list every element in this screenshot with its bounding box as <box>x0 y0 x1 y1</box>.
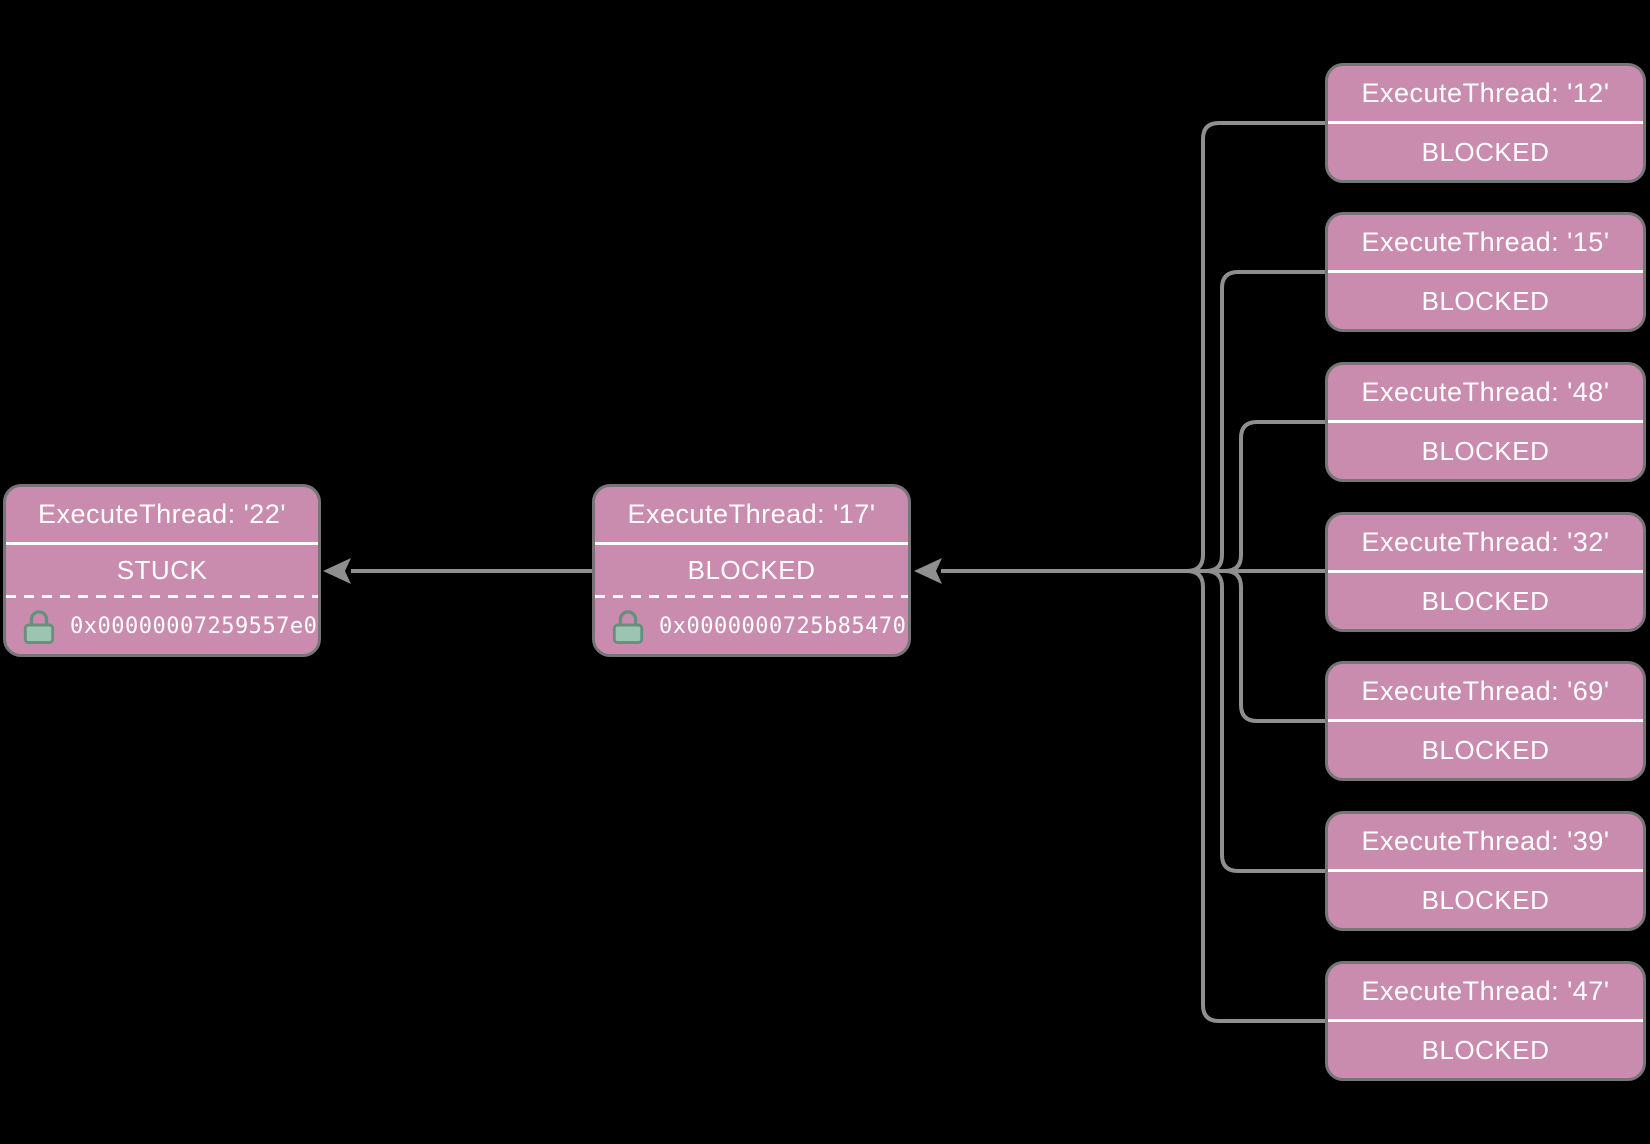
edge-thread12-to-thread17 <box>941 121 1325 573</box>
title-separator <box>1328 121 1643 124</box>
thread-title: ExecuteThread: '17' <box>627 499 876 529</box>
title-separator <box>1328 420 1643 423</box>
title-separator <box>1328 869 1643 872</box>
thread-node-47[interactable]: ExecuteThread: '47' BLOCKED <box>1325 961 1646 1081</box>
edge-thread69-to-thread17 <box>941 569 1325 723</box>
thread-node-12[interactable]: ExecuteThread: '12' BLOCKED <box>1325 63 1646 183</box>
thread-title: ExecuteThread: '39' <box>1361 826 1610 856</box>
thread-node-32[interactable]: ExecuteThread: '32' BLOCKED <box>1325 512 1646 632</box>
thread-status: BLOCKED <box>1421 435 1550 466</box>
lock-address: 0x0000000725b85470 <box>659 613 907 639</box>
arrowhead-into-thread17 <box>914 558 942 584</box>
thread-node-22[interactable]: ExecuteThread: '22' STUCK 0x000000072595… <box>3 484 321 657</box>
thread-node-17[interactable]: ExecuteThread: '17' BLOCKED 0x0000000725… <box>592 484 911 657</box>
thread-status: BLOCKED <box>1421 1034 1550 1065</box>
lock-separator <box>595 595 908 598</box>
lock-icon <box>612 609 644 644</box>
thread-node-15[interactable]: ExecuteThread: '15' BLOCKED <box>1325 212 1646 332</box>
thread-status: BLOCKED <box>1421 734 1550 765</box>
thread-status: BLOCKED <box>687 554 816 585</box>
edge-thread39-to-thread17 <box>941 569 1325 873</box>
thread-title: ExecuteThread: '22' <box>38 499 286 529</box>
title-separator <box>595 542 908 545</box>
title-separator <box>1328 719 1643 722</box>
thread-title: ExecuteThread: '12' <box>1361 78 1610 108</box>
title-separator <box>1328 270 1643 273</box>
lock-address: 0x00000007259557e0 <box>70 613 318 639</box>
lock-icon <box>23 609 55 644</box>
thread-status: BLOCKED <box>1421 136 1550 167</box>
thread-title: ExecuteThread: '32' <box>1361 527 1610 557</box>
title-separator <box>1328 570 1643 573</box>
thread-node-69[interactable]: ExecuteThread: '69' BLOCKED <box>1325 661 1646 781</box>
lock-row: 0x00000007259557e0 <box>6 598 318 654</box>
lock-separator <box>6 595 318 598</box>
edge-thread48-to-thread17 <box>941 420 1325 573</box>
thread-title: ExecuteThread: '15' <box>1361 227 1610 257</box>
thread-status: BLOCKED <box>1421 585 1550 616</box>
arrowhead-into-thread22 <box>323 558 351 584</box>
title-separator <box>6 542 318 545</box>
title-separator <box>1328 1019 1643 1022</box>
thread-node-48[interactable]: ExecuteThread: '48' BLOCKED <box>1325 362 1646 482</box>
edge-thread47-to-thread17 <box>941 569 1325 1023</box>
thread-title: ExecuteThread: '47' <box>1361 976 1610 1006</box>
thread-status: BLOCKED <box>1421 285 1550 316</box>
thread-title: ExecuteThread: '48' <box>1361 377 1610 407</box>
thread-status: BLOCKED <box>1421 884 1550 915</box>
thread-status: STUCK <box>116 554 208 585</box>
thread-node-39[interactable]: ExecuteThread: '39' BLOCKED <box>1325 811 1646 931</box>
thread-title: ExecuteThread: '69' <box>1361 676 1610 706</box>
lock-row: 0x0000000725b85470 <box>595 598 908 654</box>
